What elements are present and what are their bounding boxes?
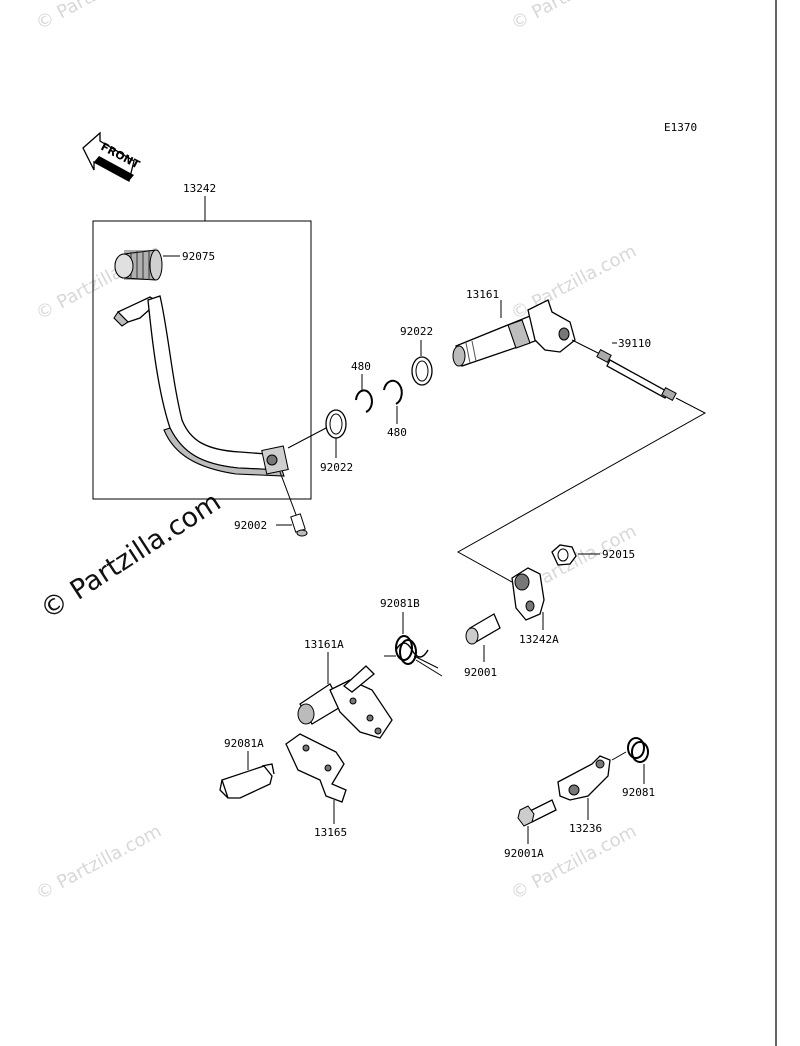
bolt-92002: 92002 xyxy=(234,471,308,537)
connector-line xyxy=(456,397,707,593)
part-label-13236: 13236 xyxy=(569,822,602,835)
tie-rod-39110: 39110 xyxy=(571,337,677,402)
diagram-code: E1370 xyxy=(664,121,697,134)
part-label-13242a: 13242A xyxy=(519,633,559,646)
part-label-480-b: 480 xyxy=(387,426,407,439)
rubber-pedal-92075: 92075 xyxy=(114,249,215,281)
bolt-92001: 92001 xyxy=(464,613,501,679)
bolt-92001a: 92001A xyxy=(504,799,557,860)
shift-pedal-lever xyxy=(113,295,289,477)
part-label-92001a: 92001A xyxy=(504,847,544,860)
part-label-92081: 92081 xyxy=(622,786,655,799)
watermark-text: © Partzilla.com xyxy=(507,0,640,34)
lever-13236: 13236 xyxy=(557,755,611,835)
nut-92015: 92015 xyxy=(551,544,635,566)
lever-13242a: 13242A xyxy=(511,567,559,646)
circlip-480-lower: 480 xyxy=(383,379,407,439)
plate-13165: 13165 xyxy=(285,733,347,839)
shift-shaft-13161: 13161 xyxy=(452,288,576,367)
part-label-92015: 92015 xyxy=(602,548,635,561)
part-label-92001: 92001 xyxy=(464,666,497,679)
shaft-13161a: 13161A xyxy=(297,638,393,739)
part-label-92022-b: 92022 xyxy=(320,461,353,474)
part-label-92081b: 92081B xyxy=(380,597,420,610)
watermark-big: © Partzilla.com xyxy=(35,486,227,625)
spring-92081: 92081 xyxy=(611,737,655,799)
part-label-13161: 13161 xyxy=(466,288,499,301)
front-arrow-icon: FRONT xyxy=(82,131,142,182)
washer-92022-left: 92022 xyxy=(287,409,353,474)
watermark-text: © Partzilla.com xyxy=(32,821,165,905)
part-label-480-a: 480 xyxy=(351,360,371,373)
part-label-13161a: 13161A xyxy=(304,638,344,651)
part-label-92081a: 92081A xyxy=(224,737,264,750)
watermark-text: © Partzilla.com xyxy=(507,241,640,325)
part-label-39110: 39110 xyxy=(618,337,651,350)
part-label-13165: 13165 xyxy=(314,826,347,839)
part-label-92022-a: 92022 xyxy=(400,325,433,338)
spring-92081b: 92081B xyxy=(380,597,443,677)
washer-92022-right: 92022 xyxy=(400,325,433,386)
circlip-480-upper: 480 xyxy=(351,360,373,413)
part-label-92075: 92075 xyxy=(182,250,215,263)
part-label-13242: 13242 xyxy=(183,182,216,195)
clip-92081a: 92081A xyxy=(219,737,275,799)
part-label-92002: 92002 xyxy=(234,519,267,532)
assembly-13242-box: 13242 xyxy=(92,182,312,500)
watermark-text: © Partzilla.com xyxy=(32,0,165,34)
